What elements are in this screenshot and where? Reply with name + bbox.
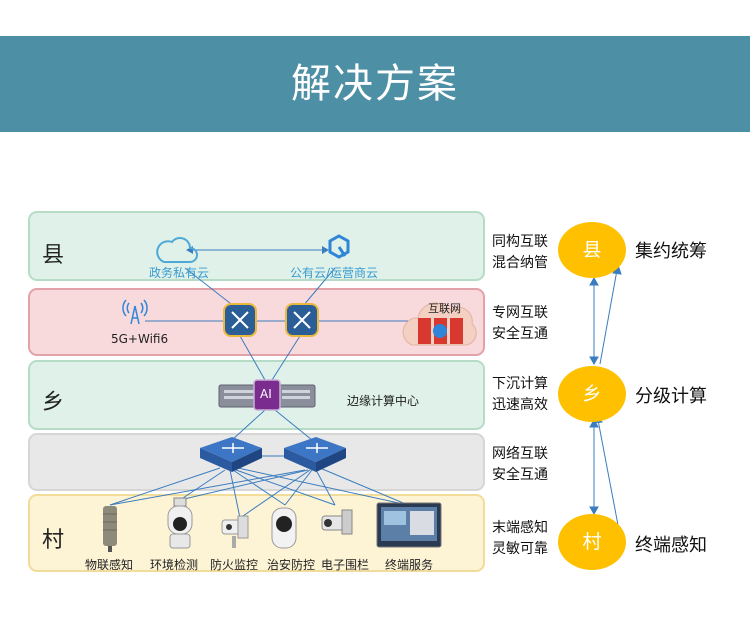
- edge-center-label: 边缘计算中心: [347, 394, 420, 408]
- note-village: 末端感知 灵敏可靠: [492, 518, 548, 560]
- fence-camera-icon: [321, 509, 353, 535]
- title-banner: 解决方案: [0, 36, 750, 132]
- terminal-screen-icon: [376, 502, 442, 548]
- ai-chip-icon: [253, 379, 281, 411]
- switch-band: [28, 433, 485, 491]
- environment-sensor-icon: [167, 497, 193, 549]
- note-county-line2: 混合纳管: [492, 255, 548, 271]
- wireless-label: 5G+Wifi6: [111, 332, 169, 346]
- device-label-security: 治安防控: [267, 558, 316, 572]
- connection-lines: [109, 249, 409, 519]
- iot-sensor-icon: [103, 506, 117, 552]
- note-township-line1: 下沉计算: [492, 376, 548, 392]
- internet-cloud-icon: [402, 302, 477, 346]
- note-switch-line1: 网络互联: [492, 446, 548, 462]
- note-county-line1: 同构互联: [492, 234, 548, 250]
- internet-label: 互联网: [428, 302, 461, 315]
- county-label: 县: [42, 243, 65, 268]
- device-label-env: 环境检测: [150, 558, 199, 572]
- note-switch-line2: 安全互通: [492, 467, 548, 483]
- note-network: 专网互联 安全互通: [492, 303, 548, 345]
- private-cloud-label: 政务私有云: [149, 266, 210, 280]
- circle-village: 村: [558, 514, 626, 570]
- note-network-line2: 安全互通: [492, 326, 548, 342]
- note-network-line1: 专网互联: [492, 305, 548, 321]
- device-label-terminal: 终端服务: [385, 558, 434, 572]
- router-right-icon: [285, 303, 319, 337]
- security-camera-icon: [271, 507, 297, 549]
- village-label: 村: [42, 528, 65, 553]
- township-label: 乡: [42, 390, 65, 415]
- note-switch: 网络互联 安全互通: [492, 444, 548, 486]
- circle-township: 乡: [558, 366, 626, 422]
- circle-county: 县: [558, 222, 626, 278]
- device-label-fire: 防火监控: [210, 558, 259, 572]
- right-label-township: 分级计算: [635, 386, 707, 407]
- county-band: 县: [28, 211, 485, 281]
- fire-camera-icon: [221, 515, 249, 548]
- private-cloud-icon: [156, 237, 198, 263]
- switch-right-icon: [284, 437, 346, 472]
- right-label-county: 集约统筹: [635, 241, 707, 262]
- wireless-tower-icon: [122, 299, 148, 325]
- public-cloud-icon: [328, 234, 350, 259]
- note-township-line2: 迅速高效: [492, 397, 548, 413]
- page-title: 解决方案: [291, 61, 459, 107]
- ai-chip-label: AI: [260, 387, 272, 401]
- public-cloud-label: 公有云/运营商云: [290, 266, 379, 280]
- note-township: 下沉计算 迅速高效: [492, 374, 548, 416]
- device-label-fence: 电子围栏: [321, 558, 370, 572]
- note-county: 同构互联 混合纳管: [492, 232, 548, 274]
- router-left-icon: [223, 303, 257, 337]
- note-village-line1: 末端感知: [492, 520, 548, 536]
- right-label-village: 终端感知: [635, 535, 707, 556]
- note-village-line2: 灵敏可靠: [492, 541, 548, 557]
- switch-left-icon: [200, 437, 262, 472]
- device-label-iot: 物联感知: [85, 558, 134, 572]
